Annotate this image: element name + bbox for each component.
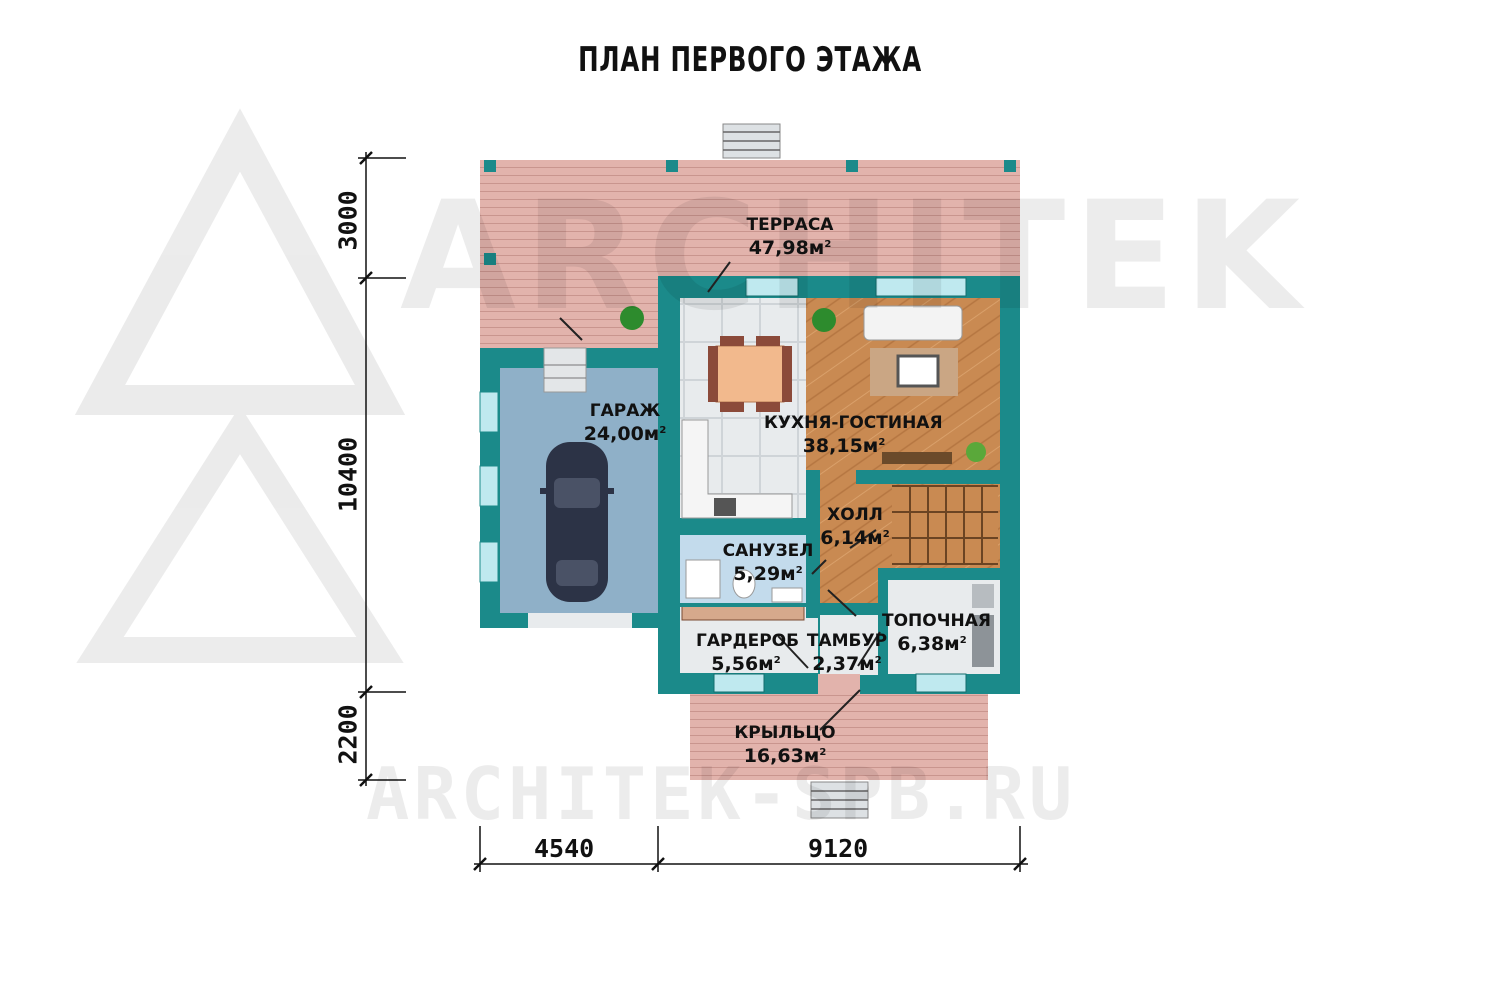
dining-table-icon [708,336,792,412]
room-label-terrace: ТЕРРАСА 47,98м2 [746,215,834,259]
stairs [892,485,998,565]
interior-walls [680,470,1000,674]
room-label-bathroom: САНУЗЕЛ 5,29м2 [722,541,814,585]
watermark [74,108,406,663]
car-icon [540,442,614,602]
garage-windows [479,391,499,583]
page-title: ПЛАН ПЕРВОГО ЭТАЖА [578,40,922,80]
porch-steps [810,781,869,819]
hall-floor [820,470,888,615]
room-label-porch: КРЫЛЬЦО 16,63м2 [734,723,836,767]
dimension-bottom-left: 4540 [534,834,595,863]
room-label-tambour: ТАМБУР 2,37м2 [806,631,888,675]
terrace-steps [722,123,781,159]
dimension-left-top: 3000 [333,190,363,251]
dimension-left-bottom: 2200 [333,704,363,765]
room-label-kitchen-living: КУХНЯ-ГОСТИНАЯ 38,15м2 [764,413,943,457]
porch-deck [690,694,988,780]
tambour-floor [820,615,878,675]
watermark-url: ARCHITEK-SPB.RU [366,752,1077,836]
dimension-bottom-right: 9120 [808,834,869,863]
room-label-boiler: ТОПОЧНАЯ 6,38м2 [882,611,991,655]
house-windows [713,277,967,693]
room-label-hall: ХОЛЛ 6,14м2 [820,505,890,549]
garage-steps [543,347,587,393]
sofa-icon [863,305,963,464]
plant-icon [620,306,986,462]
dimension-left-middle: 10400 [333,436,363,513]
watermark-logo-icon [74,108,406,415]
terrace-posts [484,160,1016,265]
garage-door [528,613,632,628]
wardrobe-rail [681,605,805,621]
kitchen-counter [681,419,793,519]
room-label-garage: ГАРАЖ 24,00м2 [583,401,667,445]
entrance-door [818,674,860,694]
bathroom-fixtures [685,559,803,603]
room-label-wardrobe: ГАРДЕРОБ 5,56м2 [696,631,800,675]
watermark-logo-text: ARCHITEK [400,170,1309,344]
leader-lines [559,261,881,731]
